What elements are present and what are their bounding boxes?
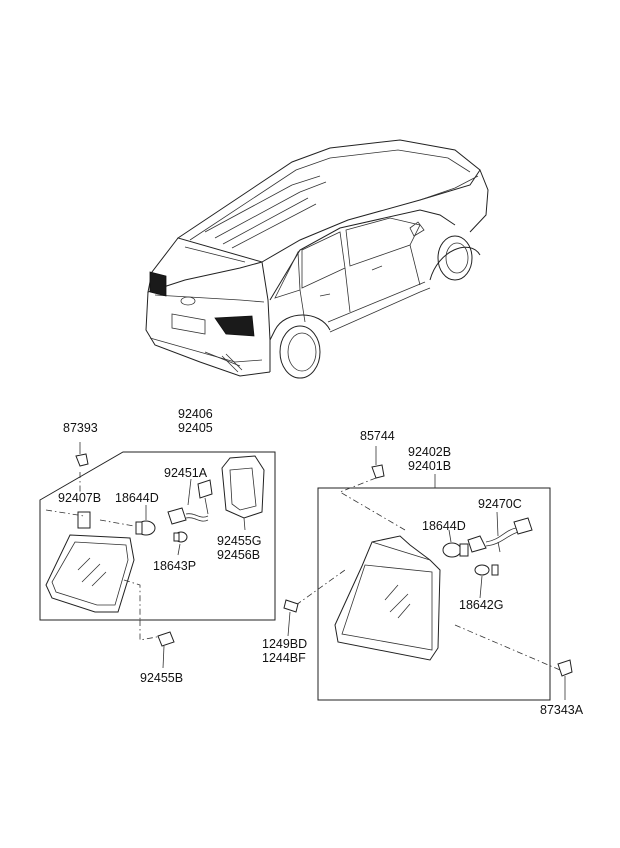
label-18643P: 18643P xyxy=(153,559,196,573)
label-92407B: 92407B xyxy=(58,491,101,505)
label-92405: 92405 xyxy=(178,421,213,435)
label-92451A: 92451A xyxy=(164,466,208,480)
label-18642G: 18642G xyxy=(459,598,503,612)
label-87343A: 87343A xyxy=(540,703,584,717)
right-lamp-assembly xyxy=(283,446,573,701)
label-92456B: 92456B xyxy=(217,548,260,562)
label-92401B: 92401B xyxy=(408,459,451,473)
label-92470C: 92470C xyxy=(478,497,522,511)
label-18644D-right: 18644D xyxy=(422,519,466,533)
label-18644D-left: 18644D xyxy=(115,491,159,505)
label-1249BD: 1249BD xyxy=(262,637,307,651)
part-number-labels: 87393 92406 92405 92451A 92407B 18644D 9… xyxy=(58,407,584,717)
label-85744: 85744 xyxy=(360,429,395,443)
label-92402B: 92402B xyxy=(408,445,451,459)
label-87393: 87393 xyxy=(63,421,98,435)
label-1244BF: 1244BF xyxy=(262,651,306,665)
label-92455B: 92455B xyxy=(140,671,183,685)
label-92406: 92406 xyxy=(178,407,213,421)
vehicle-illustration xyxy=(145,139,489,379)
left-lamp-assembly xyxy=(39,442,276,669)
label-92455G: 92455G xyxy=(217,534,261,548)
